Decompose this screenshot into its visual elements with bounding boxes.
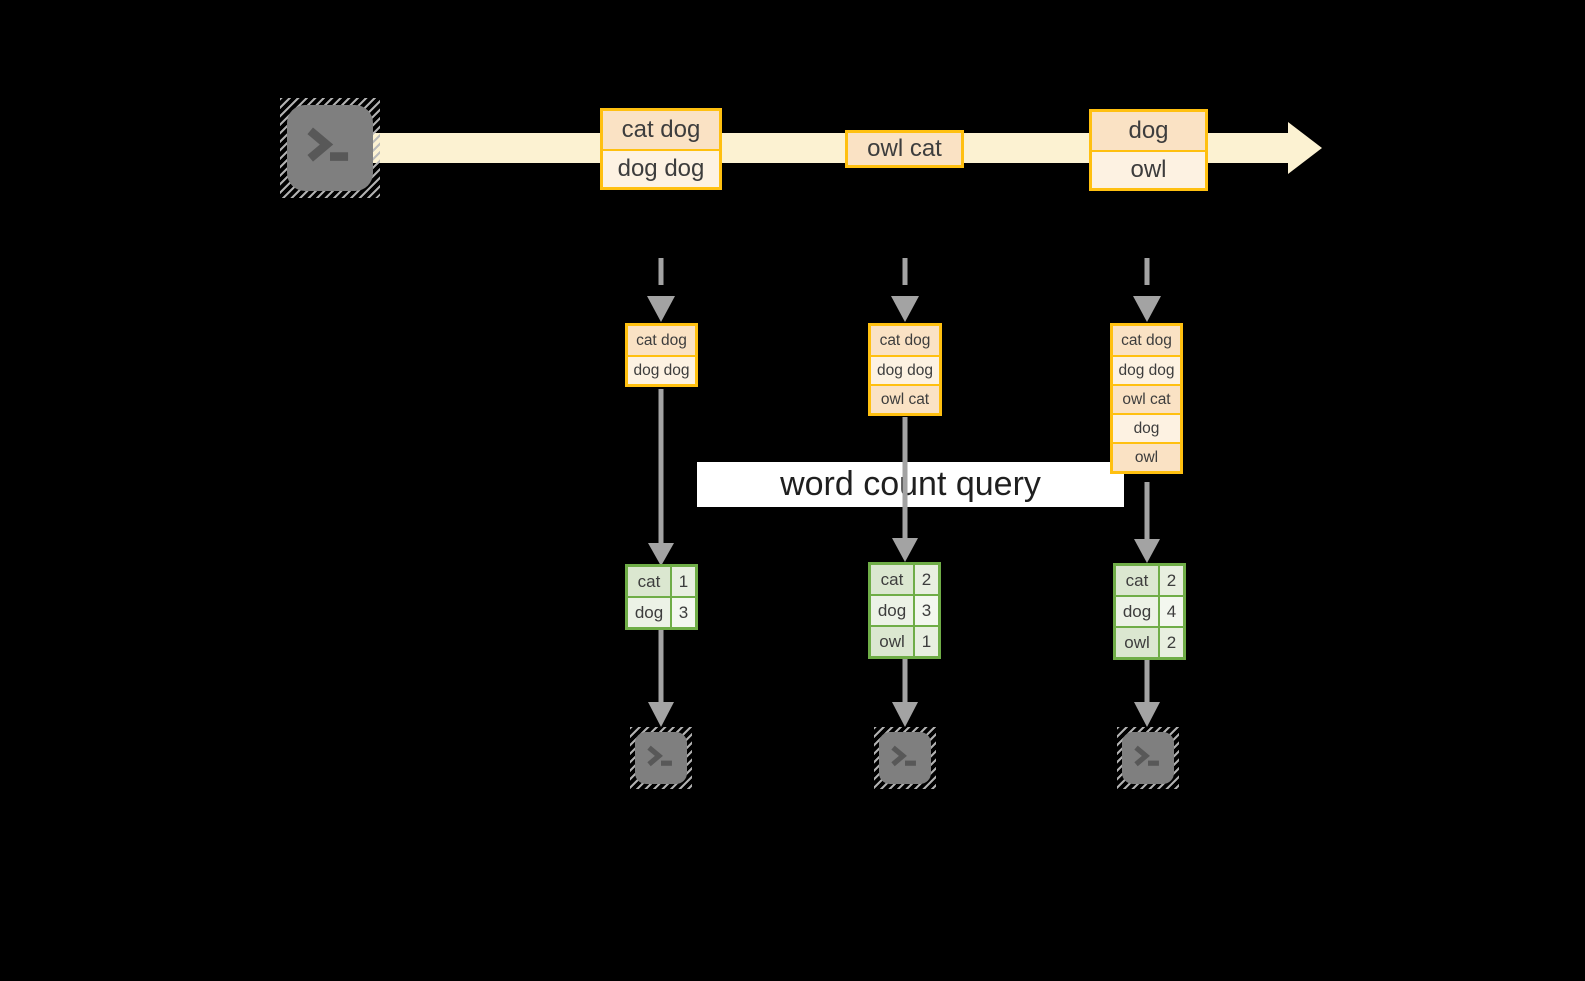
stream-event-2: owl cat bbox=[845, 130, 964, 168]
event-line: cat dog bbox=[603, 111, 719, 149]
buffer-row: owl cat bbox=[1113, 384, 1180, 413]
terminal-prompt-icon bbox=[1122, 732, 1174, 784]
buffer-row: cat dog bbox=[628, 326, 695, 355]
count-value: 3 bbox=[915, 596, 938, 625]
stream-arrowhead bbox=[1288, 122, 1322, 174]
buffer-row: dog bbox=[1113, 413, 1180, 442]
count-word: cat bbox=[628, 567, 670, 596]
buffer-row: cat dog bbox=[871, 326, 939, 355]
query-banner: word count query bbox=[697, 462, 1124, 507]
stream-event-1: cat dog dog dog bbox=[600, 108, 722, 190]
terminal-prompt-icon bbox=[879, 732, 931, 784]
stream-event-3: dog owl bbox=[1089, 109, 1208, 191]
count-word: dog bbox=[871, 596, 913, 625]
event-line: dog dog bbox=[603, 149, 719, 187]
source-terminal bbox=[280, 98, 380, 198]
count-word: cat bbox=[871, 565, 913, 594]
count-value: 2 bbox=[915, 565, 938, 594]
buffer-row: dog dog bbox=[628, 355, 695, 384]
count-row: cat 2 bbox=[1116, 566, 1183, 595]
count-word: dog bbox=[1116, 597, 1158, 626]
count-row: cat 2 bbox=[871, 565, 938, 594]
count-row: owl 2 bbox=[1116, 628, 1183, 657]
event-line: owl cat bbox=[848, 133, 961, 165]
terminal-prompt-icon bbox=[635, 732, 687, 784]
count-value: 1 bbox=[915, 627, 938, 656]
count-row: owl 1 bbox=[871, 627, 938, 656]
count-value: 2 bbox=[1160, 566, 1183, 595]
sink-terminal-3 bbox=[1117, 727, 1179, 789]
count-row: dog 4 bbox=[1116, 597, 1183, 626]
event-buffer-1: cat dog dog dog bbox=[625, 323, 698, 387]
event-line: owl bbox=[1092, 150, 1205, 188]
event-line: dog bbox=[1092, 112, 1205, 150]
count-value: 4 bbox=[1160, 597, 1183, 626]
event-buffer-3: cat dog dog dog owl cat dog owl bbox=[1110, 323, 1183, 474]
count-row: dog 3 bbox=[628, 598, 695, 627]
count-row: cat 1 bbox=[628, 567, 695, 596]
buffer-row: dog dog bbox=[1113, 355, 1180, 384]
event-buffer-2: cat dog dog dog owl cat bbox=[868, 323, 942, 416]
count-value: 3 bbox=[672, 598, 695, 627]
terminal-prompt-icon bbox=[287, 105, 373, 191]
buffer-row: dog dog bbox=[871, 355, 939, 384]
count-word: owl bbox=[1116, 628, 1158, 657]
sink-terminal-1 bbox=[630, 727, 692, 789]
count-row: dog 3 bbox=[871, 596, 938, 625]
count-value: 1 bbox=[672, 567, 695, 596]
sink-terminal-2 bbox=[874, 727, 936, 789]
count-word: dog bbox=[628, 598, 670, 627]
buffer-row: owl cat bbox=[871, 384, 939, 413]
count-table-2: cat 2 dog 3 owl 1 bbox=[868, 562, 941, 659]
count-value: 2 bbox=[1160, 628, 1183, 657]
buffer-row: owl bbox=[1113, 442, 1180, 471]
buffer-row: cat dog bbox=[1113, 326, 1180, 355]
count-table-1: cat 1 dog 3 bbox=[625, 564, 698, 630]
count-word: cat bbox=[1116, 566, 1158, 595]
count-table-3: cat 2 dog 4 owl 2 bbox=[1113, 563, 1186, 660]
count-word: owl bbox=[871, 627, 913, 656]
